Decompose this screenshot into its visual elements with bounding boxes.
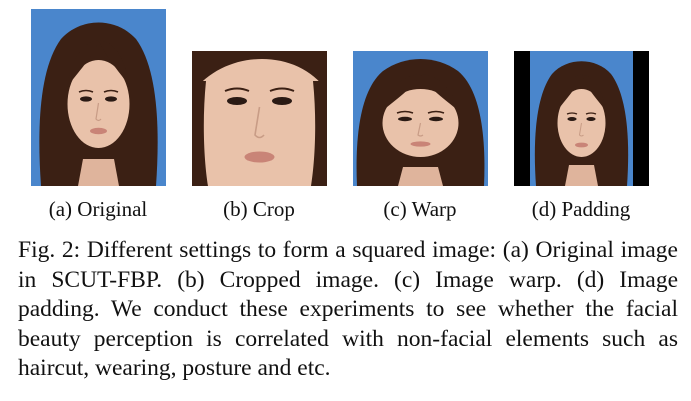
subcaption-padding: (d) Padding bbox=[531, 197, 631, 221]
padded-face-photo bbox=[514, 51, 649, 186]
subcaption-original: (a) Original bbox=[48, 197, 148, 221]
figure-caption: Fig. 2: Different settings to form a squ… bbox=[18, 237, 678, 382]
panel-warp-image bbox=[353, 51, 488, 186]
panel-original-image bbox=[31, 9, 166, 186]
panel-crop-image bbox=[192, 51, 327, 186]
subcaption-warp: (c) Warp bbox=[383, 197, 457, 221]
warped-face-photo bbox=[353, 51, 488, 186]
cropped-face-photo bbox=[192, 51, 327, 186]
subcaption-crop: (b) Crop bbox=[223, 197, 295, 221]
original-face-photo bbox=[31, 9, 166, 186]
panel-padding-image bbox=[514, 51, 649, 186]
